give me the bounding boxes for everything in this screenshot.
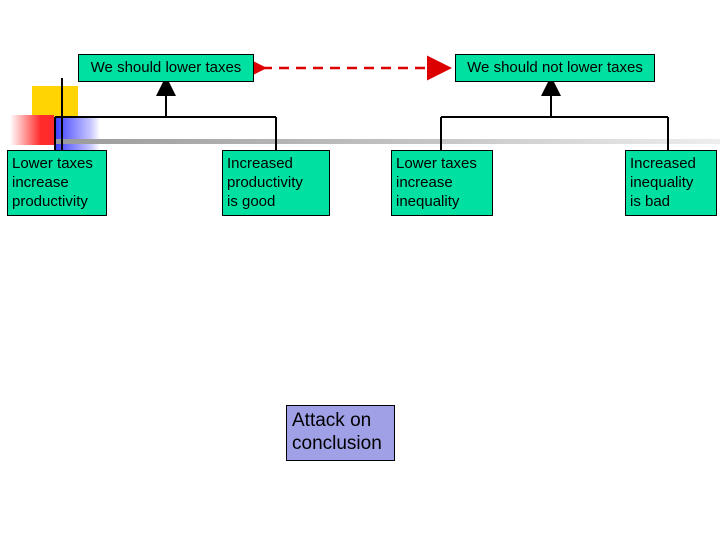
conclusion-lower-taxes-label: We should lower taxes — [90, 59, 242, 76]
decor-vertical-rule — [61, 78, 63, 170]
conclusion-lower-taxes: We should lower taxes — [78, 54, 254, 82]
decor-red-square — [10, 115, 54, 145]
premise-taxes-productivity-label: Lower taxes increase productivity — [12, 155, 93, 210]
premise-productivity-good: Increased productivity is good — [222, 150, 330, 216]
premise-inequality-bad: Increased inequality is bad — [625, 150, 717, 216]
premise-taxes-inequality: Lower taxes increase inequality — [391, 150, 493, 216]
attack-on-conclusion: Attack on conclusion — [286, 405, 395, 461]
premise-productivity-good-label: Increased productivity is good — [227, 155, 303, 210]
left-support-connector — [54, 76, 277, 150]
conclusion-not-lower-taxes: We should not lower taxes — [455, 54, 655, 82]
conclusion-not-lower-taxes-label: We should not lower taxes — [467, 59, 643, 76]
premise-taxes-inequality-label: Lower taxes increase inequality — [396, 155, 477, 210]
decor-horizontal-rule — [54, 139, 720, 144]
attack-on-conclusion-label: Attack on conclusion — [292, 410, 382, 454]
right-support-connector — [440, 76, 669, 150]
premise-taxes-productivity: Lower taxes increase productivity — [7, 150, 107, 216]
premise-inequality-bad-label: Increased inequality is bad — [630, 155, 696, 210]
